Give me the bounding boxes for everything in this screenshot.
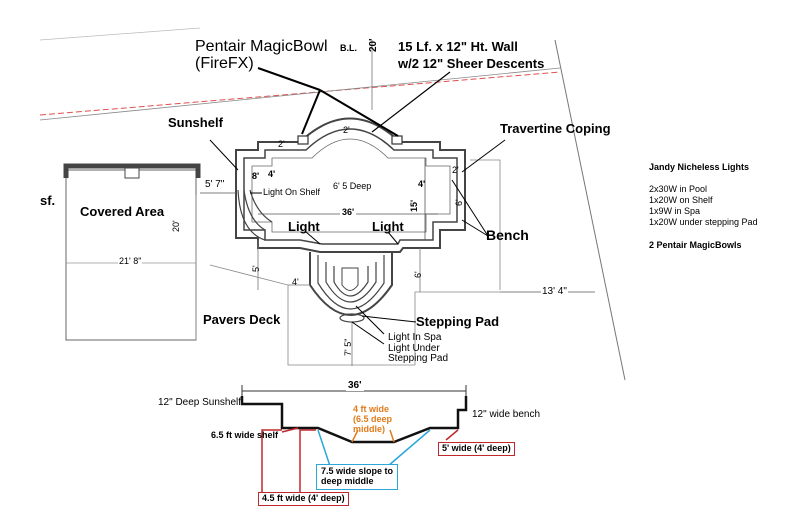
legend-magicbowls: 2 Pentair MagicBowls — [649, 240, 742, 250]
dim-5-left: 5' — [251, 265, 261, 272]
sunshelf-depth-label: 12" Deep Sunshelf — [158, 397, 242, 408]
leader-sunshelf — [209, 139, 239, 171]
spa-coping — [309, 252, 393, 316]
light-on-shelf-label: Light On Shelf — [263, 187, 321, 197]
shelf-width-label: 6.5 ft wide shelf — [211, 430, 279, 440]
leader-shelf-width — [281, 427, 299, 433]
leader-light-spa — [355, 305, 385, 335]
property-line — [39, 71, 561, 116]
leader-slope-2 — [387, 429, 431, 467]
pavers-deck-label: Pavers Deck — [203, 312, 281, 327]
wall-label: 15 Lf. x 12" Ht. Wall — [398, 39, 518, 54]
dim-8: 8' — [252, 171, 260, 181]
stepping-pad-label: Stepping Pad — [416, 314, 500, 329]
pool-profile — [240, 396, 468, 444]
deep-middle-label-2: (6.5 deep — [353, 414, 393, 424]
bl-label: B.L. — [340, 43, 357, 53]
leader-right-step — [445, 429, 459, 441]
magicbowl-label-sub: (FireFX) — [195, 55, 254, 72]
sunshelf-steps — [237, 189, 273, 241]
legend-item: 2x30W in Pool — [649, 184, 708, 194]
dim-6-right: 6' — [454, 199, 464, 206]
magicbowl-left — [297, 135, 309, 145]
left-step-label: 4.5 ft wide (4' deep) — [258, 492, 349, 506]
leader-light-left — [305, 231, 321, 245]
leader-travertine — [461, 139, 506, 173]
dim-36: 36' — [340, 207, 357, 218]
leader-light-right — [387, 231, 399, 245]
dim-4-left: 4' — [268, 169, 276, 179]
deck-outline-right — [470, 159, 501, 290]
dim-2-right: 2' — [452, 165, 459, 175]
leader-wall — [371, 71, 451, 133]
bench-label: Bench — [486, 227, 529, 243]
leader-stepping-pad — [361, 315, 417, 323]
spa-inner-1 — [317, 255, 385, 310]
deep-middle-label-3: middle) — [353, 424, 386, 434]
dim-4-spa: 4' — [292, 277, 299, 287]
spa-inner-3 — [333, 266, 369, 297]
profile-length: 36' — [346, 380, 364, 391]
magicbowl-right — [391, 135, 403, 145]
travertine-label: Travertine Coping — [500, 121, 611, 136]
leader-magicbowl — [301, 89, 399, 137]
legend-item: 1x20W on Shelf — [649, 195, 713, 205]
covered-area-label: Covered Area — [80, 204, 165, 219]
magicbowl-label: Pentair MagicBowl — [195, 38, 328, 55]
dim-21-8: 21' 8" — [118, 256, 143, 267]
spa-inner-2 — [325, 262, 377, 303]
lot-line-upper — [39, 27, 201, 41]
setback-label: 20' — [368, 38, 379, 52]
light-under-label-sub: Stepping Pad — [388, 353, 449, 364]
right-step-label: 5' wide (4' deep) — [438, 442, 515, 456]
sf-label: sf. — [40, 193, 56, 208]
lot-line-diagonal — [554, 39, 626, 381]
leader-magicbowl-text — [257, 67, 321, 91]
spa-inner-4 — [341, 267, 359, 291]
pool-bench-line — [251, 138, 451, 233]
dim-2-left: 2' — [278, 139, 285, 149]
slope-label: 7.5 wide slope to deep middle — [316, 464, 399, 490]
dim-15: 15' — [409, 199, 419, 212]
leader-left-step-1 — [261, 429, 282, 492]
dim-13-4: 13' 4" — [541, 286, 568, 297]
leader-light-under — [351, 321, 385, 345]
dim-6-spa: 6' — [413, 271, 423, 278]
sunshelf-label: Sunshelf — [168, 115, 223, 130]
light-left-label: Light — [288, 219, 320, 234]
leader-bench — [451, 179, 489, 237]
light-right-label: Light — [372, 219, 404, 234]
light-under-label: Light Under — [388, 343, 440, 354]
lot-line-top — [39, 67, 561, 121]
wall-label-sub: w/2 12" Sheer Descents — [398, 56, 545, 71]
covered-area-outline — [65, 169, 197, 341]
leader-slope-1 — [317, 429, 331, 467]
dim-2-top: 2' — [343, 125, 350, 135]
dim-20-covered: 20' — [171, 220, 181, 232]
leader-deep-middle — [351, 429, 395, 443]
slope-label-line2: deep middle — [321, 475, 374, 486]
pool-depth-label: 6' 5 Deep — [333, 181, 372, 191]
legend-item: 1x9W in Spa — [649, 206, 701, 216]
deep-middle-label: 4 ft wide — [353, 404, 390, 414]
dim-5-7: 5' 7" — [205, 179, 225, 190]
pavers-outline — [195, 195, 595, 366]
covered-roof-post — [124, 167, 140, 179]
covered-roof-bar — [63, 163, 201, 178]
legend-title: Jandy Nicheless Lights — [649, 162, 750, 172]
leader-left-step-2 — [299, 429, 316, 492]
pool-water-edge — [243, 128, 458, 245]
bench-width-label: 12" wide bench — [472, 409, 541, 420]
dim-7-5: 7' 5" — [343, 338, 353, 356]
dim-4-right: 4' — [418, 179, 426, 189]
light-in-spa-label: Light In Spa — [388, 332, 442, 343]
slope-label-line1: 7.5 wide slope to — [321, 466, 394, 476]
legend-item: 1x20W under stepping Pad — [649, 217, 758, 227]
